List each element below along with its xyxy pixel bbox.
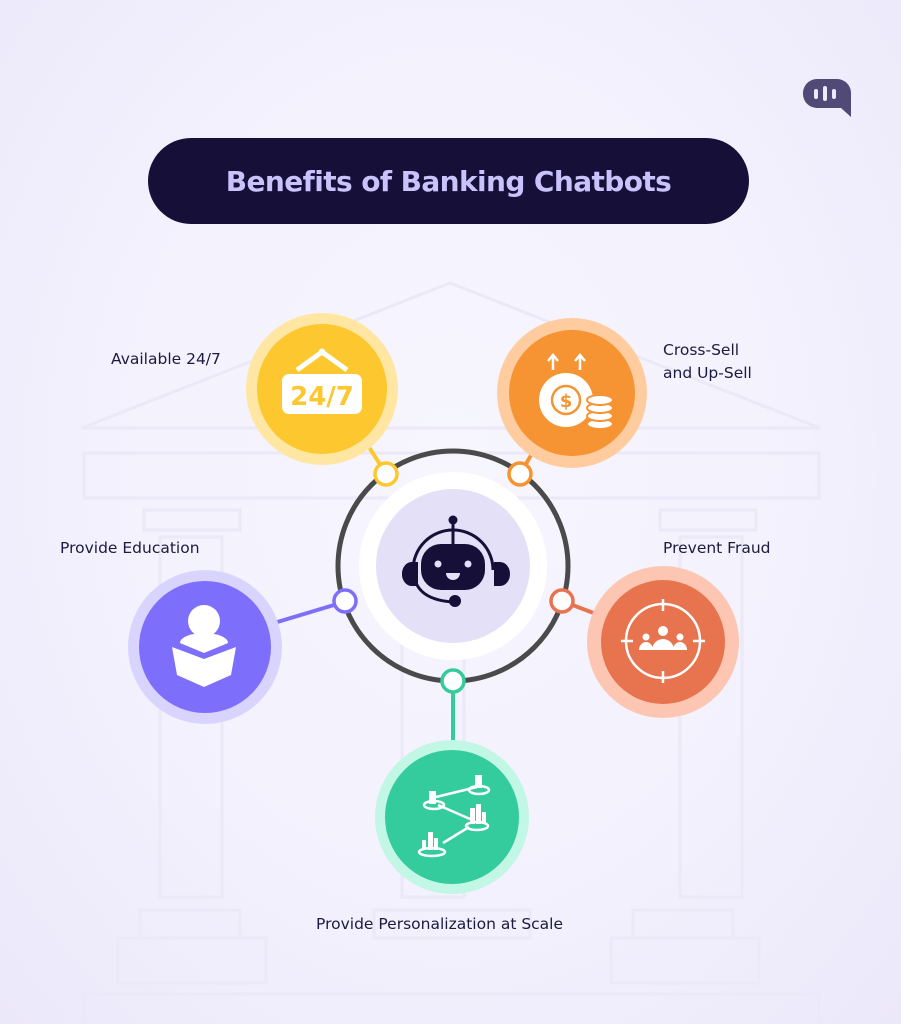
benefit-cross-sell: $ (497, 318, 647, 468)
node-fraud (549, 588, 575, 614)
benefit-provide-education (128, 570, 282, 724)
svg-text:$: $ (560, 391, 573, 412)
chat-bubble-sound-icon (803, 79, 851, 117)
node-available (373, 461, 399, 487)
page-title: Benefits of Banking Chatbots (225, 164, 672, 198)
benefit-personalization (375, 740, 529, 894)
central-chatbot-hub (335, 448, 571, 684)
node-cross-sell (507, 461, 533, 487)
title-banner: Benefits of Banking Chatbots (148, 138, 749, 224)
node-personalization (440, 668, 466, 694)
benefit-available-24-7: 24/7 (246, 313, 398, 465)
benefit-prevent-fraud (587, 566, 739, 718)
label-cross-sell: Cross-Sell and Up-Sell (663, 339, 752, 385)
svg-text:24/7: 24/7 (290, 382, 354, 412)
24-7-sign-icon: 24/7 (282, 348, 362, 414)
connected-charts-icon (417, 775, 491, 858)
coin-stack-arrows-icon: $ (539, 353, 614, 430)
label-provide-education: Provide Education (60, 539, 200, 557)
label-personalization: Provide Personalization at Scale (316, 915, 564, 933)
label-available-24-7: Available 24/7 (111, 350, 221, 368)
target-people-icon (621, 599, 705, 683)
robot-headset-icon (402, 515, 510, 607)
label-cross-sell-line2: and Up-Sell (663, 364, 752, 382)
reader-book-icon (172, 605, 236, 687)
label-cross-sell-line1: Cross-Sell (663, 341, 740, 359)
label-prevent-fraud: Prevent Fraud (663, 539, 771, 557)
node-education (332, 588, 358, 614)
